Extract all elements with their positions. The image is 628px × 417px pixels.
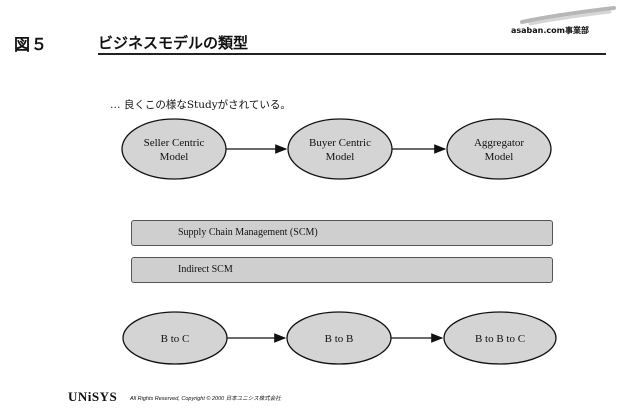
node-b-to-b-to-c-label: B to B to C bbox=[475, 333, 525, 345]
band-indirect-scm: Indirect SCM bbox=[131, 257, 553, 283]
node-b-to-b-to-c bbox=[443, 311, 557, 365]
copyright-text: All Rights Reserved, Copyright © 2000 日本… bbox=[130, 396, 281, 402]
node-aggregator-line2: Model bbox=[485, 151, 514, 163]
node-aggregator bbox=[446, 118, 552, 180]
band-scm: Supply Chain Management (SCM) bbox=[131, 220, 553, 246]
band-indirect-scm-label: Indirect SCM bbox=[178, 264, 233, 275]
node-aggregator-line1: Aggregator bbox=[474, 137, 524, 149]
title-underline bbox=[98, 53, 606, 55]
node-buyer-centric bbox=[287, 118, 393, 180]
node-b-to-b-label: B to B bbox=[325, 333, 354, 345]
node-seller-centric-line1: Seller Centric bbox=[144, 137, 205, 149]
band-scm-label: Supply Chain Management (SCM) bbox=[178, 227, 318, 238]
node-buyer-centric-line2: Model bbox=[326, 151, 355, 163]
node-seller-centric-line2: Model bbox=[160, 151, 189, 163]
node-b-to-c-label: B to C bbox=[161, 333, 190, 345]
brand-swoosh-icon bbox=[520, 6, 616, 26]
subtitle: … 良くこの様なStudyがされている。 bbox=[110, 99, 291, 111]
page-title: ビジネスモデルの類型 bbox=[98, 34, 249, 52]
node-seller-centric bbox=[121, 118, 227, 180]
unisys-logo: UNiSYS bbox=[68, 389, 118, 404]
figure-label: 図５ bbox=[14, 35, 49, 54]
brand-label: asaban.com事業部 bbox=[511, 26, 589, 35]
node-buyer-centric-line1: Buyer Centric bbox=[309, 137, 371, 149]
